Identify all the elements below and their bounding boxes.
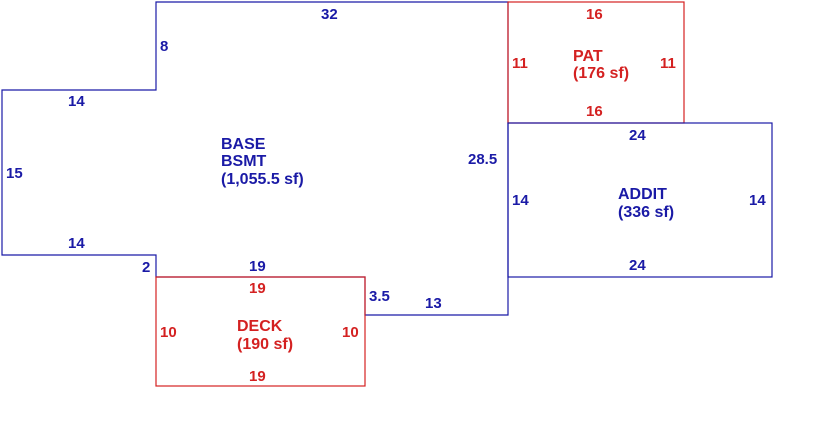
dim-pat-bottom: 16: [586, 103, 603, 120]
dim-base-left: 15: [6, 165, 23, 182]
dim-base-lower-left: 14: [68, 235, 85, 252]
dim-pat-top: 16: [586, 6, 603, 23]
dim-addit-top: 24: [629, 127, 646, 144]
dim-deck-right: 10: [342, 324, 359, 341]
addit-outline: [507, 122, 773, 278]
dim-base-bottom-mid: 19: [249, 258, 266, 275]
dim-pat-left: 11: [512, 55, 528, 72]
dim-base-bottom-right: 13: [425, 295, 442, 312]
pat-area: (176 sf): [573, 65, 629, 82]
base-name-line2: BSMT: [221, 153, 267, 170]
addit-name: ADDIT: [618, 186, 667, 203]
dim-base-step-small: 2: [142, 259, 150, 276]
dim-base-upper-left: 14: [68, 93, 85, 110]
pat-name: PAT: [573, 48, 603, 65]
dim-deck-top: 19: [249, 280, 266, 297]
dim-deck-left: 10: [160, 324, 177, 341]
dim-base-step-right: 3.5: [369, 288, 390, 305]
base-area: (1,055.5 sf): [221, 171, 304, 188]
dim-deck-bottom: 19: [249, 368, 266, 385]
dim-base-right: 28.5: [468, 151, 497, 168]
addit-area: (336 sf): [618, 204, 674, 221]
base-name-line1: BASE: [221, 136, 266, 153]
dim-addit-right: 14: [749, 192, 766, 209]
deck-area: (190 sf): [237, 336, 293, 353]
dim-addit-bottom: 24: [629, 257, 646, 274]
deck-name: DECK: [237, 318, 283, 335]
deck-outline: [155, 276, 366, 387]
dim-base-top: 32: [321, 6, 338, 23]
dim-base-step-left: 8: [160, 38, 168, 55]
dim-pat-right: 11: [660, 55, 676, 72]
dim-addit-left: 14: [512, 192, 529, 209]
